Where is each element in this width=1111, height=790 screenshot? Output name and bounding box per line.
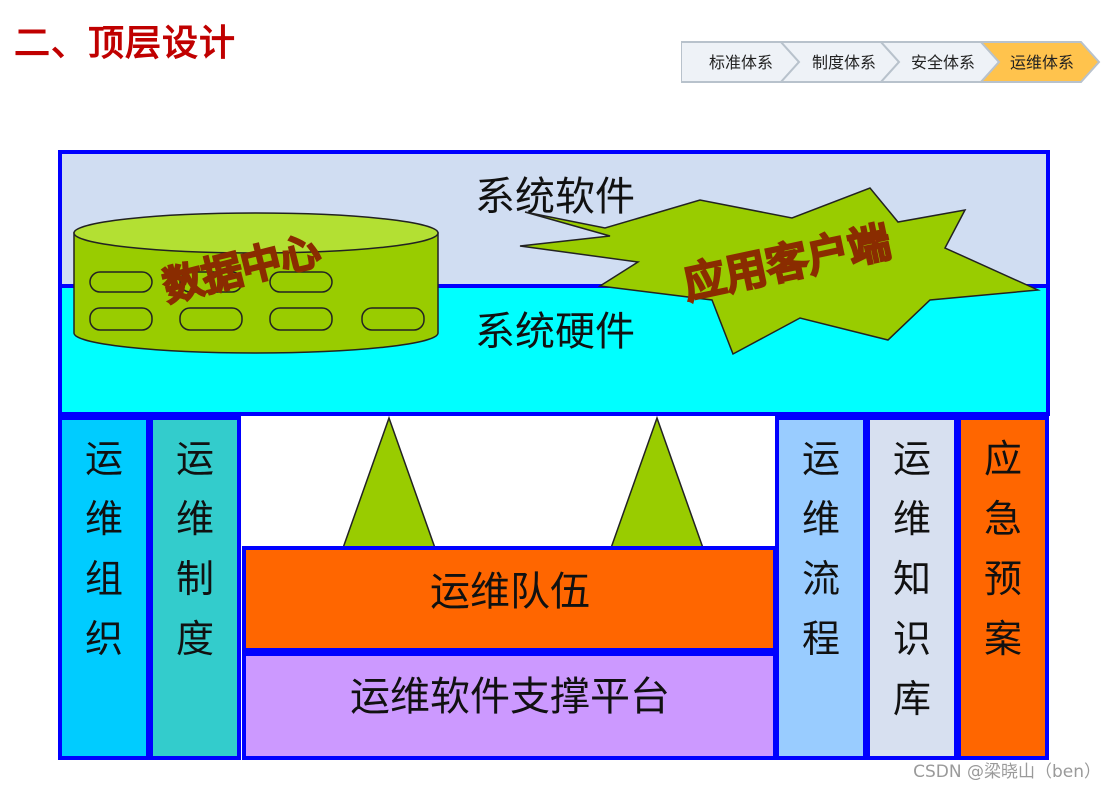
organization-char-3: 组 xyxy=(85,557,123,601)
emergency-char-3: 预 xyxy=(984,557,1022,601)
software-label: 系统软件 xyxy=(475,174,635,220)
system-char-1: 运 xyxy=(176,437,214,481)
platform-bar xyxy=(242,652,777,760)
process-char-2: 维 xyxy=(802,497,840,541)
process-char-1: 运 xyxy=(802,437,840,481)
hardware-label: 系统硬件 xyxy=(475,309,635,355)
emergency-char-1: 应 xyxy=(984,437,1022,481)
column-process xyxy=(775,416,867,760)
organization-char-2: 维 xyxy=(85,497,123,541)
emergency-char-4: 案 xyxy=(984,617,1022,661)
breadcrumb: 标准体系 制度体系 安全体系 运维体系 xyxy=(681,41,1101,83)
knowledge-char-1: 运 xyxy=(893,437,931,481)
column-emergency xyxy=(957,416,1049,760)
emergency-label: 应 急 预 案 xyxy=(984,437,1022,661)
knowledge-char-2: 维 xyxy=(893,497,931,541)
process-char-4: 程 xyxy=(802,617,840,661)
column-knowledge xyxy=(866,416,958,760)
client-starburst xyxy=(519,187,1041,356)
watermark: CSDN @梁晓山（ben） xyxy=(913,762,1101,782)
system-char-2: 维 xyxy=(176,497,214,541)
breadcrumb-label-1: 标准体系 xyxy=(709,53,773,72)
organization-label: 运 维 组 织 xyxy=(85,437,123,661)
column-system xyxy=(149,416,241,760)
breadcrumb-step-4[interactable] xyxy=(978,41,1101,83)
knowledge-char-4: 识 xyxy=(893,617,931,661)
knowledge-char-5: 库 xyxy=(893,677,931,721)
organization-char-1: 运 xyxy=(85,437,123,481)
platform-label: 运维软件支撑平台 xyxy=(350,674,670,720)
team-label: 运维队伍 xyxy=(430,569,590,615)
page-title: 二、顶层设计 xyxy=(14,23,237,64)
system-char-4: 度 xyxy=(176,617,214,661)
column-organization xyxy=(58,416,150,760)
system-label: 运 维 制 度 xyxy=(176,437,214,661)
knowledge-char-3: 知 xyxy=(893,557,931,601)
process-label: 运 维 流 程 xyxy=(802,437,840,661)
system-char-3: 制 xyxy=(176,557,214,601)
emergency-char-2: 急 xyxy=(984,497,1022,541)
breadcrumb-label-4: 运维体系 xyxy=(1010,53,1074,72)
knowledge-label: 运 维 知 识 库 xyxy=(893,437,931,721)
process-char-3: 流 xyxy=(802,557,840,601)
team-bar xyxy=(242,546,777,652)
breadcrumb-label-3: 安全体系 xyxy=(911,53,975,72)
data-center-cylinder xyxy=(73,212,439,354)
breadcrumb-label-2: 制度体系 xyxy=(812,53,876,72)
organization-char-4: 织 xyxy=(85,617,123,661)
